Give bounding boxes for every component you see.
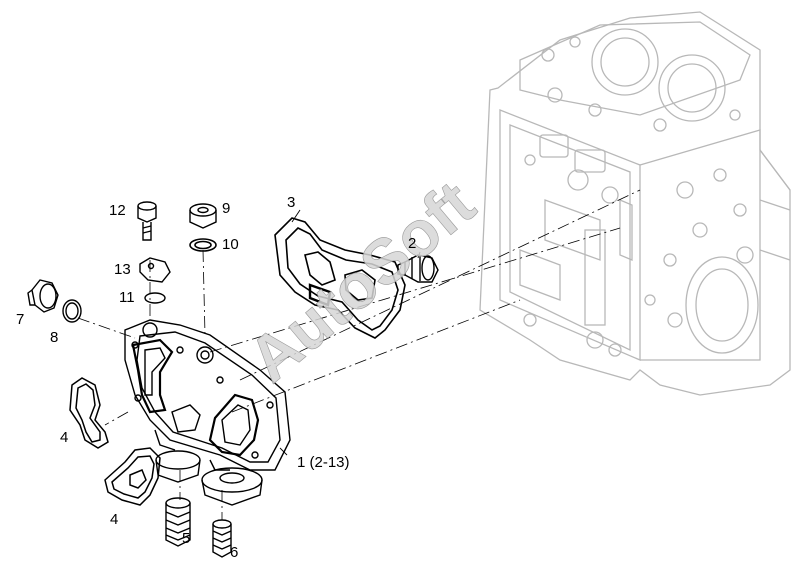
callout-6: 6	[230, 544, 238, 561]
filter-housing-body	[124, 319, 291, 506]
part-6-nipple	[212, 519, 232, 558]
callout-3: 3	[287, 194, 295, 211]
callout-12: 12	[109, 202, 126, 219]
callout-10: 10	[222, 236, 239, 253]
part-3-gasket	[274, 217, 406, 339]
part-7-plug	[27, 279, 59, 313]
callout-13: 13	[114, 261, 131, 278]
callout-7: 7	[16, 311, 24, 328]
leader-lines	[279, 209, 421, 456]
part-11-oring	[144, 292, 166, 304]
part-9-plug	[189, 203, 217, 229]
part-12-screw	[137, 201, 157, 241]
callout-4b: 4	[110, 511, 118, 528]
callout-11: 11	[119, 289, 135, 306]
callout-5: 5	[182, 530, 190, 547]
part-10-washer	[189, 238, 217, 252]
part-5-nipple	[165, 497, 191, 547]
part-13-cover	[139, 257, 171, 283]
callout-4a: 4	[60, 429, 68, 446]
callout-labels: 1 (2-13) 2 3 4 4 5 6 7 8 9 10 11 12 13	[16, 194, 416, 561]
callout-9: 9	[222, 200, 230, 217]
part-4-gasket-upper	[69, 377, 109, 449]
part-8-oring	[62, 299, 82, 323]
callout-8: 8	[50, 329, 58, 346]
part-4-gasket-lower	[104, 447, 161, 506]
callout-2: 2	[408, 235, 416, 252]
callout-1: 1 (2-13)	[297, 454, 350, 471]
engine-block	[479, 11, 791, 396]
